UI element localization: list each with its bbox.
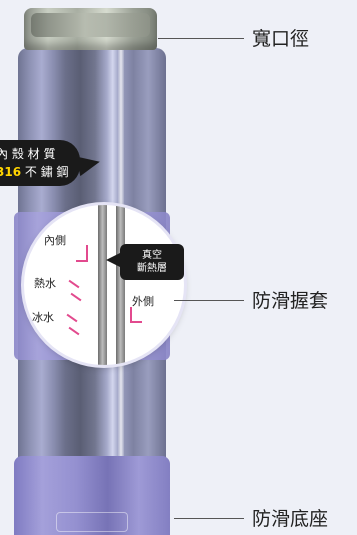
cold-water-label: 冰水 [32, 311, 54, 324]
shell-material-callout: 內 殼 材 質 316 不 鏽 鋼 [0, 140, 80, 186]
bottle-mouth [31, 13, 150, 37]
outer-side-tick [130, 307, 132, 323]
bottle-base [14, 456, 170, 535]
cold-water-tick-2 [68, 326, 80, 336]
shell-material-line1: 內 殼 材 質 [0, 147, 56, 161]
grip-sleeve-label: 防滑握套 [252, 290, 329, 312]
base-pad-label: 防滑底座 [252, 508, 329, 530]
cold-water-tick-1 [66, 313, 78, 323]
steel-name: 不 鏽 鋼 [21, 165, 69, 179]
inner-wall [98, 205, 107, 365]
base-logo-emboss [56, 512, 128, 532]
wide-mouth-label: 寬口徑 [252, 28, 310, 50]
vacuum-line2: 斷熱層 [137, 263, 167, 274]
steel-grade: 316 [0, 165, 22, 179]
hot-water-tick-1 [68, 279, 80, 289]
outer-side-tick-h [130, 321, 142, 323]
shell-material-line2: 316 不 鏽 鋼 [0, 163, 80, 181]
inner-side-tick [86, 245, 88, 261]
hot-water-label: 熱水 [34, 277, 56, 290]
wide-mouth-leader [158, 38, 244, 39]
base-leader [174, 518, 244, 519]
hot-water-tick-2 [70, 292, 82, 302]
outer-side-label: 外側 [132, 295, 154, 308]
wall-cutaway-circle: 內側 熱水 冰水 外側 [24, 205, 184, 365]
inner-side-tick-h [76, 260, 88, 262]
vacuum-layer-callout: 真空 斷熱層 [120, 244, 184, 280]
vacuum-line1: 真空 [142, 250, 162, 261]
outer-wall [116, 205, 125, 365]
inner-side-label: 內側 [44, 234, 66, 247]
vacuum-callout-arrow [106, 252, 122, 268]
grip-leader [174, 300, 244, 301]
